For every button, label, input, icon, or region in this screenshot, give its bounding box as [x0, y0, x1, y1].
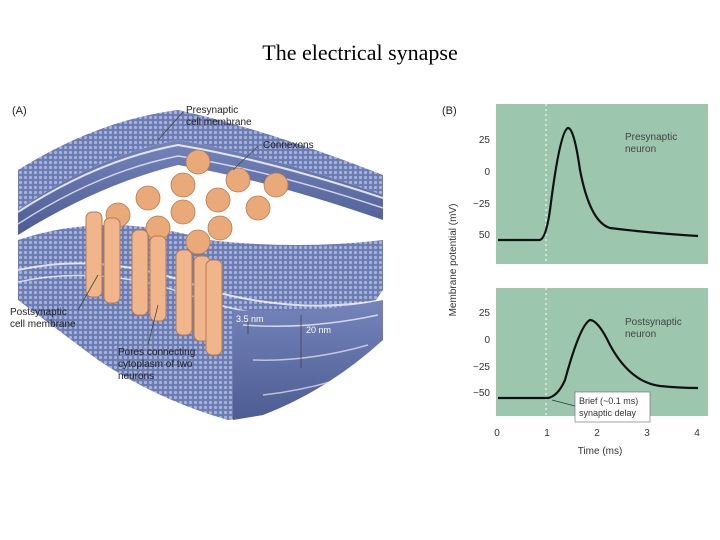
top-tick-m25: −25 — [473, 199, 490, 210]
label-postsynaptic: Postsynaptic — [10, 307, 67, 318]
bottom-tick-m50: −50 — [473, 388, 490, 399]
top-tick-50: 50 — [479, 230, 491, 241]
postsynaptic-label: Postsynaptic — [625, 317, 682, 328]
y-axis-label: Membrane potential (mV) — [448, 204, 459, 317]
x-tick-4: 4 — [694, 428, 700, 439]
membrane-illustration: (A) Presynaptic cell membrane Connexons … — [8, 100, 438, 430]
voltage-traces: (B) Presynaptic neuron 25 0 −25 50 Posts… — [440, 100, 710, 460]
top-tick-25: 25 — [479, 135, 491, 146]
x-tick-2: 2 — [594, 428, 600, 439]
delay-label: Brief (~0.1 ms) — [579, 396, 638, 406]
presynaptic-label-2: neuron — [625, 144, 656, 155]
bottom-tick-m25: −25 — [473, 362, 490, 373]
bottom-tick-25: 25 — [479, 308, 491, 319]
presynaptic-label: Presynaptic — [625, 132, 677, 143]
postsynaptic-label-2: neuron — [625, 329, 656, 340]
x-tick-3: 3 — [644, 428, 650, 439]
label-connexons: Connexons — [263, 140, 314, 151]
traces-svg: (B) Presynaptic neuron 25 0 −25 50 Posts… — [440, 100, 710, 460]
membrane-svg: (A) Presynaptic cell membrane Connexons … — [8, 100, 438, 430]
panel-a-tag: (A) — [12, 105, 27, 117]
x-tick-0: 0 — [494, 428, 500, 439]
label-postsynaptic-2: cell membrane — [10, 319, 76, 330]
panel-b-tag: (B) — [442, 105, 457, 117]
x-tick-1: 1 — [544, 428, 550, 439]
bottom-tick-0: 0 — [484, 335, 490, 346]
top-tick-0: 0 — [484, 167, 490, 178]
delay-label-2: synaptic delay — [579, 408, 637, 418]
slide-title: The electrical synapse — [0, 40, 720, 66]
label-pores-2: cytoplasm of two — [118, 359, 193, 370]
x-axis-label: Time (ms) — [578, 446, 623, 457]
label-presynaptic: Presynaptic — [186, 105, 238, 116]
label-gap: 3.5 nm — [236, 314, 264, 324]
label-pores: Pores connecting — [118, 347, 195, 358]
label-pores-3: neurons — [118, 371, 154, 382]
label-width: 20 nm — [306, 325, 331, 335]
label-presynaptic-2: cell membrane — [186, 117, 252, 128]
